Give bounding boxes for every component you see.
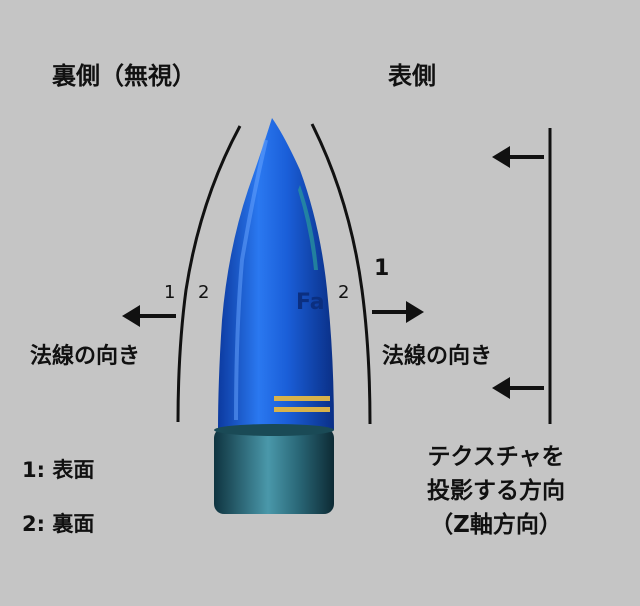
- tube-highlight: [234, 139, 268, 421]
- tube-text: Fa: [296, 290, 325, 315]
- arrow-right-icon: [372, 301, 424, 323]
- right-num-2: 2: [338, 282, 350, 303]
- back-side-label: 裏側（無視）: [52, 62, 196, 90]
- arrow-left-icon: [122, 305, 176, 327]
- normal-direction-right: 法線の向き: [382, 344, 493, 369]
- projection-line-1: テクスチャを: [427, 444, 565, 470]
- tube-body: [218, 118, 334, 430]
- tube-stripe-1: [274, 396, 330, 401]
- projection-line-2: 投影する方向: [427, 478, 565, 504]
- left-surface-curve: [176, 125, 242, 423]
- left-num-2: 2: [198, 282, 210, 303]
- legend-item-1: 1: 表面: [22, 458, 95, 482]
- projection-line-3: （Z軸方向）: [430, 512, 562, 538]
- tube-cap-top: [214, 424, 334, 436]
- tube-stripe-2: [274, 407, 330, 412]
- tube-cap: [214, 428, 334, 514]
- front-side-label: 表側: [388, 62, 436, 90]
- right-num-1: 1: [374, 256, 390, 281]
- legend-item-2: 2: 裏面: [22, 512, 95, 536]
- left-num-1: 1: [164, 282, 176, 303]
- tube-label-area: [298, 185, 318, 270]
- normal-direction-left: 法線の向き: [30, 344, 141, 369]
- arrow-left-icon: [492, 377, 544, 399]
- right-surface-curve: [310, 123, 372, 425]
- projection-direction-label: テクスチャを 投影する方向 （Z軸方向）: [396, 440, 596, 542]
- arrow-left-icon: [492, 146, 544, 168]
